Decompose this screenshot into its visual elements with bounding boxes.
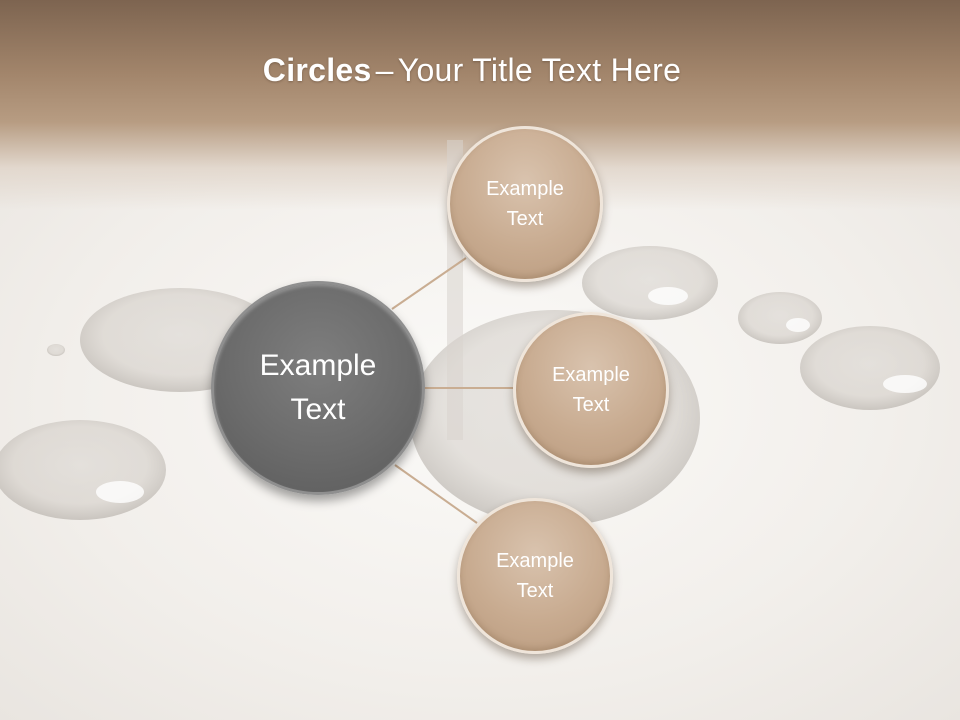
droplet [47, 344, 65, 356]
satellite-circle-2: Example Text [513, 312, 669, 468]
droplet [738, 292, 822, 344]
droplet-highlight [648, 287, 688, 305]
title-bold: Circles [262, 52, 372, 88]
satellite-label-2: Example Text [552, 364, 630, 416]
title-rest: Your Title Text Here [397, 52, 682, 88]
hub-label: Example Text [259, 349, 377, 426]
droplet [0, 420, 166, 520]
droplet [800, 326, 940, 410]
droplet-highlight [786, 318, 810, 332]
hub-circle: Example Text [211, 281, 425, 495]
connector-line [391, 257, 467, 310]
satellite-label-3: Example Text [496, 550, 574, 602]
satellite-circle-3: Example Text [457, 498, 613, 654]
title-dash: – [375, 52, 394, 88]
droplet [582, 246, 718, 320]
droplet-highlight [883, 375, 927, 393]
slide-title: Circles–Your Title Text Here [0, 52, 944, 89]
satellite-label-1: Example Text [486, 178, 564, 230]
droplet-highlight [96, 481, 144, 503]
satellite-circle-1: Example Text [447, 126, 603, 282]
connector-line [394, 464, 478, 524]
